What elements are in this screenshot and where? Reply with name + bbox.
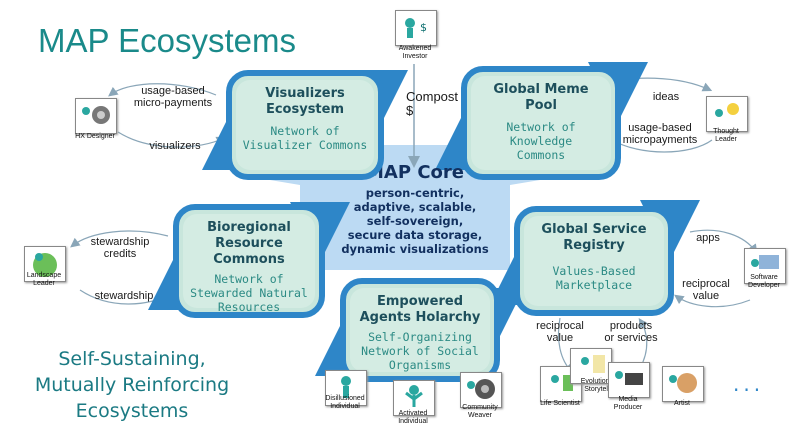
landscape-cycle xyxy=(70,230,169,248)
hx-designer-avatar xyxy=(75,98,117,134)
thought-leader-avatar xyxy=(706,96,748,132)
actor-label: Awakened Investor xyxy=(398,45,432,60)
media-producer-avatar xyxy=(608,362,650,398)
node-visualizers-ecosystem[interactable]: Visualizers Ecosystem Network of Visuali… xyxy=(226,70,384,180)
actor-label: Life Scientist xyxy=(540,400,580,407)
flow-label: usage-based micro-payments xyxy=(133,85,213,109)
software-developer-avatar xyxy=(744,248,786,284)
actor-label: Media Producer xyxy=(613,396,643,411)
actor-label: Thought Leader xyxy=(713,128,739,143)
core-line: secure data storage, xyxy=(347,228,483,242)
actor-label: Community Weaver xyxy=(462,404,498,419)
node-subtitle: Network of Knowledge Commons xyxy=(506,120,576,162)
core-line: self-sovereign, xyxy=(366,214,464,228)
map-core: MAP Core person-centric, adaptive, scala… xyxy=(330,162,500,272)
actor-label: Software Developer xyxy=(748,274,780,289)
flow-label: reciprocal value xyxy=(536,320,584,344)
storyteller-avatar xyxy=(570,348,612,384)
actor-label: Landscape Leader xyxy=(26,272,62,287)
investor-avatar: $ xyxy=(395,10,437,46)
actor-label: Activated Individual xyxy=(398,410,428,425)
node-global-service-registry[interactable]: Global Service Registry Values-Based Mar… xyxy=(514,206,674,316)
flow-label: visualizers xyxy=(149,140,201,152)
core-line: dynamic visualizations xyxy=(341,242,489,256)
flow-label: stewardship xyxy=(94,290,154,302)
activated-avatar xyxy=(393,380,435,416)
compost-label: Compost $ xyxy=(406,89,459,118)
node-title: Visualizers Ecosystem xyxy=(265,86,345,117)
tagline-line: Mutually Reinforcing xyxy=(34,374,230,396)
artist-avatar xyxy=(662,366,704,402)
page-title: MAP Ecosystems xyxy=(38,22,296,59)
more-actors-ellipsis: ... xyxy=(733,372,765,396)
node-title: Empowered Agents Holarchy xyxy=(359,294,481,325)
actor-label: HX Designer xyxy=(75,133,115,140)
node-empowered-agents-holarchy[interactable]: Empowered Agents Holarchy Self-Organizin… xyxy=(340,278,500,382)
node-title: Global Meme Pool xyxy=(493,82,589,113)
svg-text:$: $ xyxy=(420,21,427,34)
flow-label: usage-based micropayments xyxy=(622,122,698,146)
landscape-leader-avatar xyxy=(24,246,66,282)
node-title: Bioregional Resource Commons xyxy=(207,220,291,267)
core-line: adaptive, scalable, xyxy=(353,200,477,214)
actor-label: Artist xyxy=(674,400,690,407)
node-subtitle: Network of Visualizer Commons xyxy=(242,124,368,152)
node-bioregional-resource-commons[interactable]: Bioregional Resource Commons Network of … xyxy=(173,204,325,318)
flow-label: reciprocal value xyxy=(682,278,730,302)
node-title: Global Service Registry xyxy=(541,222,647,253)
tagline-line: Ecosystems xyxy=(75,400,189,422)
actor-label: Disillusioned Individual xyxy=(325,395,365,410)
flow-label: ideas xyxy=(652,91,680,103)
disillusioned-avatar xyxy=(325,370,367,406)
core-description: person-centric, adaptive, scalable, self… xyxy=(330,186,500,256)
tagline: Self-Sustaining, Mutually Reinforcing Ec… xyxy=(12,346,252,424)
flow-label: stewardship credits xyxy=(90,236,150,260)
node-subtitle: Self-Organizing Network of Social Organi… xyxy=(361,330,479,372)
node-global-meme-pool[interactable]: Global Meme Pool Network of Knowledge Co… xyxy=(461,66,621,180)
flow-label: products or services xyxy=(604,320,658,344)
core-line: person-centric, xyxy=(365,186,465,200)
tagline-line: Self-Sustaining, xyxy=(58,348,206,370)
node-subtitle: Values-Based Marketplace xyxy=(552,264,636,292)
community-weaver-avatar xyxy=(460,372,502,408)
actor-label: Evolutionary Storyteller xyxy=(580,378,620,393)
flow-label: apps xyxy=(696,232,720,244)
core-title: MAP Core xyxy=(366,162,464,183)
hx-designer-cycle xyxy=(108,83,217,97)
node-subtitle: Network of Stewarded Natural Resources xyxy=(190,272,308,314)
